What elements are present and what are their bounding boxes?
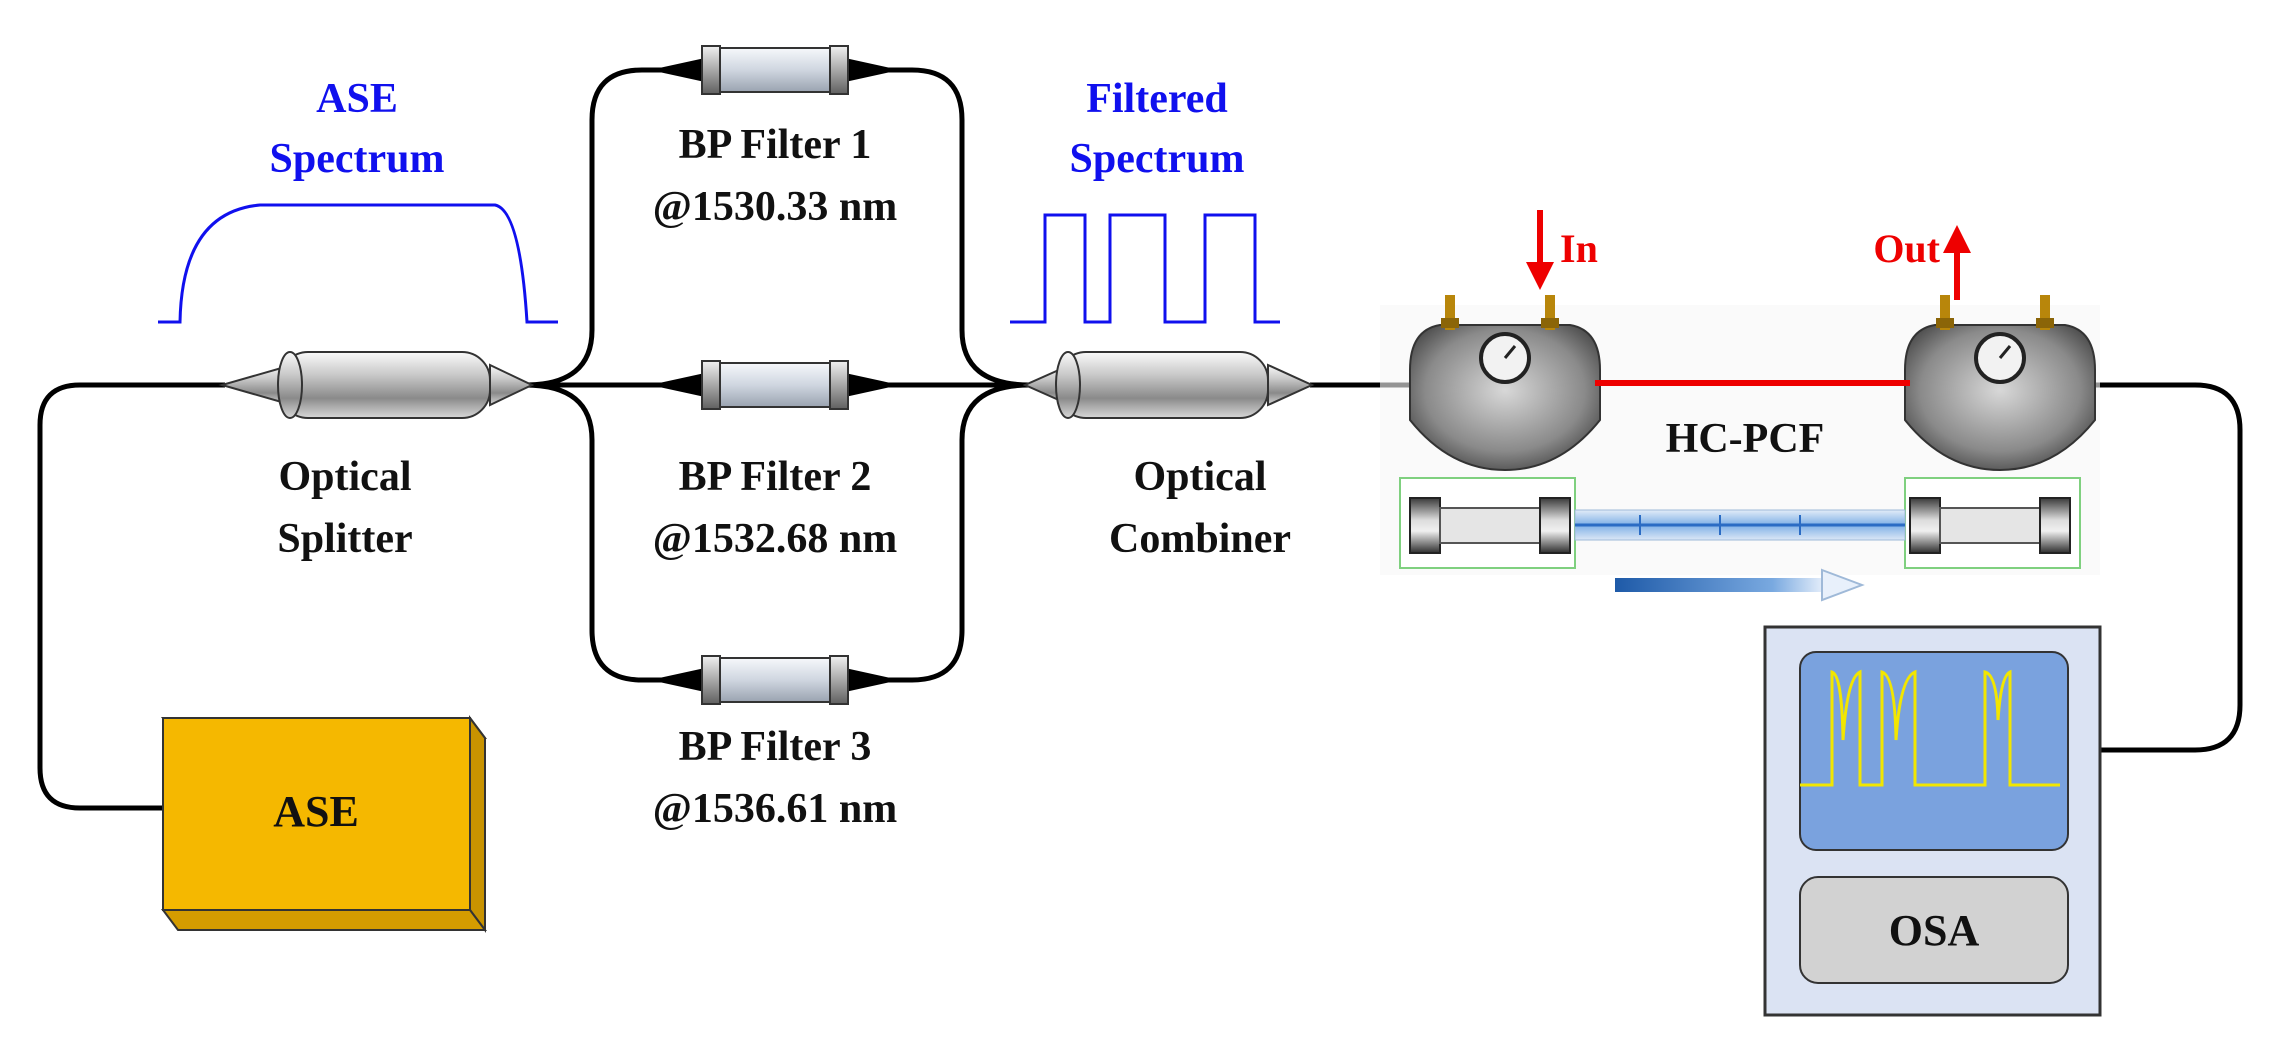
left-gas-cell — [1409, 295, 1601, 472]
bp-filter-3-name: BP Filter 3 — [679, 724, 872, 770]
bp-filter-3 — [650, 655, 900, 705]
hcpcf-label: HC-PCF — [1666, 416, 1825, 462]
in-arrow-icon — [1526, 210, 1554, 290]
fiber-ase-to-splitter — [37, 382, 225, 811]
right-gas-cell — [1904, 295, 2096, 472]
osa-screen — [1799, 651, 2069, 851]
fiber-split-upper — [524, 67, 700, 388]
splitter-body — [279, 351, 491, 419]
splitter-label-2: Splitter — [277, 516, 412, 562]
bp-filter-1-name: BP Filter 1 — [679, 122, 872, 168]
ase-spectrum-label-2: Spectrum — [270, 136, 445, 182]
bp-filter-2 — [650, 360, 900, 410]
splitter-right-ferrule — [489, 363, 535, 407]
filtered-spectrum-label-2: Spectrum — [1070, 136, 1245, 182]
bp-filter-1 — [650, 45, 900, 95]
combiner-right-ferrule — [1267, 363, 1315, 407]
bp-filter-3-wavelength: @1536.61 nm — [653, 786, 897, 832]
osa-label-panel — [1799, 876, 2069, 984]
bp-filter-2-wavelength: @1532.68 nm — [653, 516, 897, 562]
fiber-join-upper — [850, 67, 1031, 388]
out-arrow-icon — [1943, 225, 1971, 300]
combiner-label-2: Combiner — [1109, 516, 1291, 562]
right-fiber-holder — [1904, 477, 2081, 569]
bp-filter-1-wavelength: @1530.33 nm — [653, 184, 897, 230]
combiner-label-1: Optical — [1134, 454, 1267, 500]
osa-label: OSA — [1889, 906, 1980, 955]
osa-instrument — [1763, 625, 2102, 1017]
fiber-join-lower — [850, 382, 1031, 683]
text-labels: ASE Spectrum Filtered Spectrum BP Filter… — [270, 76, 1980, 955]
fiber-cell-to-osa — [2095, 382, 2243, 753]
filtered-spectrum-curve — [1010, 213, 1280, 324]
filtered-spectrum-label-1: Filtered — [1086, 76, 1228, 122]
fiber-split-lower — [524, 382, 700, 683]
ase-source-label: ASE — [273, 787, 359, 836]
left-fiber-holder — [1399, 477, 1576, 569]
bp-filter-2-name: BP Filter 2 — [679, 454, 872, 500]
in-label: In — [1560, 226, 1598, 271]
fiber-network — [37, 67, 2243, 811]
osa-trace — [1800, 669, 2060, 787]
combiner-body — [1057, 351, 1269, 419]
splitter-label-1: Optical — [279, 454, 412, 500]
out-label: Out — [1873, 226, 1940, 271]
ase-spectrum-label-1: ASE — [316, 76, 398, 122]
flow-arrow-icon — [1615, 568, 1865, 602]
optical-combiner — [1022, 351, 1315, 419]
optical-splitter — [218, 351, 535, 419]
ase-spectrum-curve — [158, 203, 558, 324]
ase-source-box — [161, 715, 487, 933]
gas-cell-assembly — [1380, 210, 2100, 602]
